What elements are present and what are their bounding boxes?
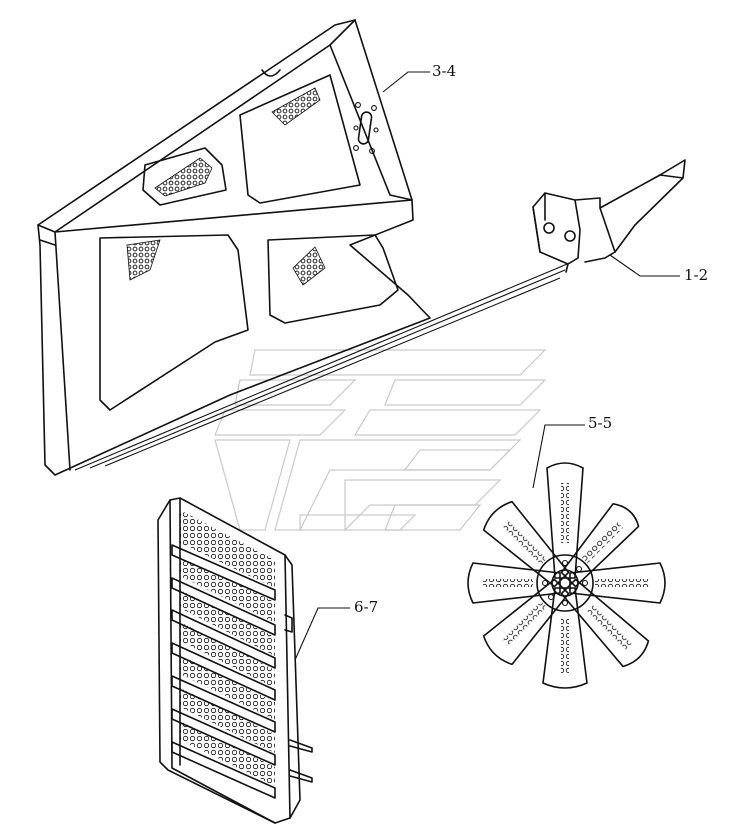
cooling-fan [467, 462, 666, 689]
watermark-logo [214, 349, 547, 532]
callout-leaders [294, 71, 680, 661]
grille-mesh [180, 510, 275, 786]
explode-lines [74, 261, 573, 471]
callout-grille: 6-7 [354, 598, 378, 616]
mounting-bracket [532, 159, 686, 273]
radiator-grille [157, 497, 313, 824]
grille-slats [171, 544, 276, 799]
callout-panel: 3-4 [432, 62, 456, 80]
callout-bracket: 1-2 [684, 266, 708, 284]
side-panel [37, 19, 431, 476]
callout-fan: 5-5 [588, 414, 612, 432]
